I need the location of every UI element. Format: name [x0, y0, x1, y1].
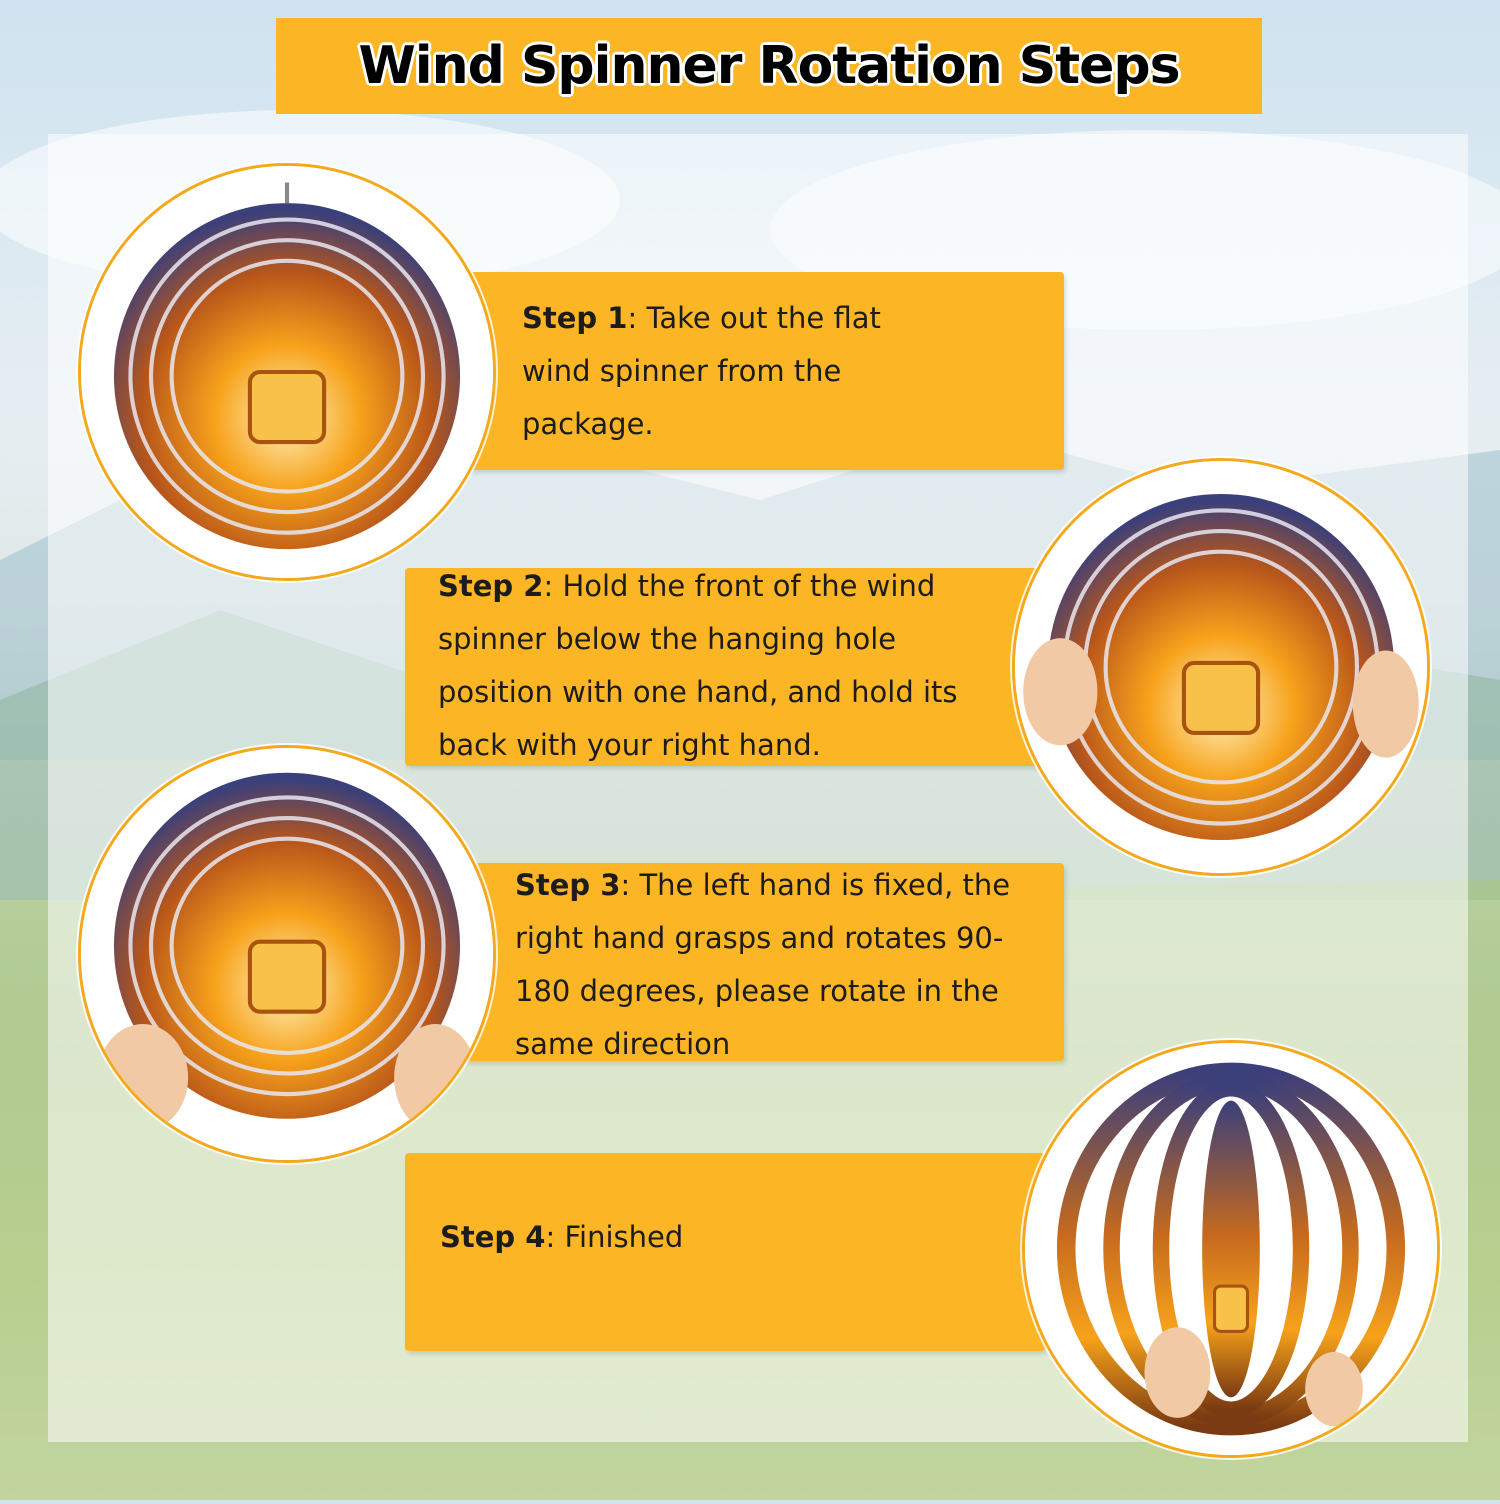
step-4-description: : Finished: [545, 1220, 684, 1254]
step-4-label: Step 4: [440, 1220, 546, 1254]
step-3-label: Step 3: [515, 868, 621, 902]
step-1-text-block: Step 1: Take out the flat wind spinner f…: [522, 292, 922, 451]
step-2-spinner-image: [1012, 458, 1430, 876]
step-3-spinner-image: [78, 745, 496, 1163]
step-4-box: Step 4: Finished: [405, 1153, 1045, 1351]
step-3-description: : The left hand is fixed, the right hand…: [515, 868, 1011, 1061]
step-4-text-block: Step 4: Finished: [440, 1211, 960, 1264]
step-2-description: : Hold the front of the wind spinner bel…: [438, 569, 958, 762]
step-2-label: Step 2: [438, 569, 544, 603]
step-1-label: Step 1: [522, 301, 628, 335]
page-title: Wind Spinner Rotation Steps: [358, 36, 1180, 96]
step-4-spinner-image: [1022, 1040, 1440, 1458]
title-banner: Wind Spinner Rotation Steps: [276, 18, 1262, 114]
step-2-text-block: Step 2: Hold the front of the wind spinn…: [438, 560, 1008, 772]
step-1-description: : Take out the flat wind spinner from th…: [522, 301, 881, 441]
step-3-box: Step 3: The left hand is fixed, the righ…: [460, 863, 1064, 1061]
step-1-spinner-image: [78, 163, 496, 581]
step-1-box: Step 1: Take out the flat wind spinner f…: [462, 272, 1064, 470]
step-3-text-block: Step 3: The left hand is fixed, the righ…: [515, 859, 1035, 1071]
step-2-box: Step 2: Hold the front of the wind spinn…: [405, 568, 1045, 766]
